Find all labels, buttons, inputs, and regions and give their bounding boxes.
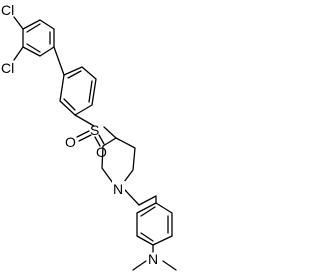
bond-ch2-ch2 bbox=[138, 195, 157, 206]
ring-phenylene bbox=[59, 66, 97, 116]
bond-s-o-right-2 bbox=[98, 134, 105, 145]
atom-oxygen-right: O bbox=[96, 144, 107, 160]
bond-s-piperidine bbox=[103, 126, 117, 139]
atom-cl-left: Cl bbox=[1, 60, 14, 76]
bond-s-o-left-1 bbox=[76, 130, 90, 138]
bond-n-ch2 bbox=[124, 189, 140, 206]
atom-cl-top: Cl bbox=[1, 2, 14, 18]
molecule-diagram: Cl Cl O O S N N bbox=[1, 2, 177, 271]
bond-n-methyl-right bbox=[162, 260, 177, 271]
atom-nitrogen-amine: N bbox=[148, 251, 158, 267]
ring-aminophenyl bbox=[136, 202, 173, 246]
bond-s-o-right-1 bbox=[94, 136, 101, 147]
bond-aryl-s bbox=[74, 114, 95, 127]
bond-cl-top bbox=[13, 16, 24, 30]
bond-biaryl bbox=[53, 46, 65, 76]
structure-canvas: Cl Cl O O S N N bbox=[1, 2, 177, 271]
bond-s-o-left-2 bbox=[78, 134, 92, 142]
atom-nitrogen-ring: N bbox=[113, 181, 123, 197]
ring-dichlorophenyl bbox=[22, 19, 55, 57]
bond-cl-left bbox=[13, 46, 24, 61]
atom-sulfur: S bbox=[90, 122, 99, 138]
atom-oxygen-left: O bbox=[65, 134, 76, 150]
bond-n-methyl-left bbox=[132, 260, 147, 271]
